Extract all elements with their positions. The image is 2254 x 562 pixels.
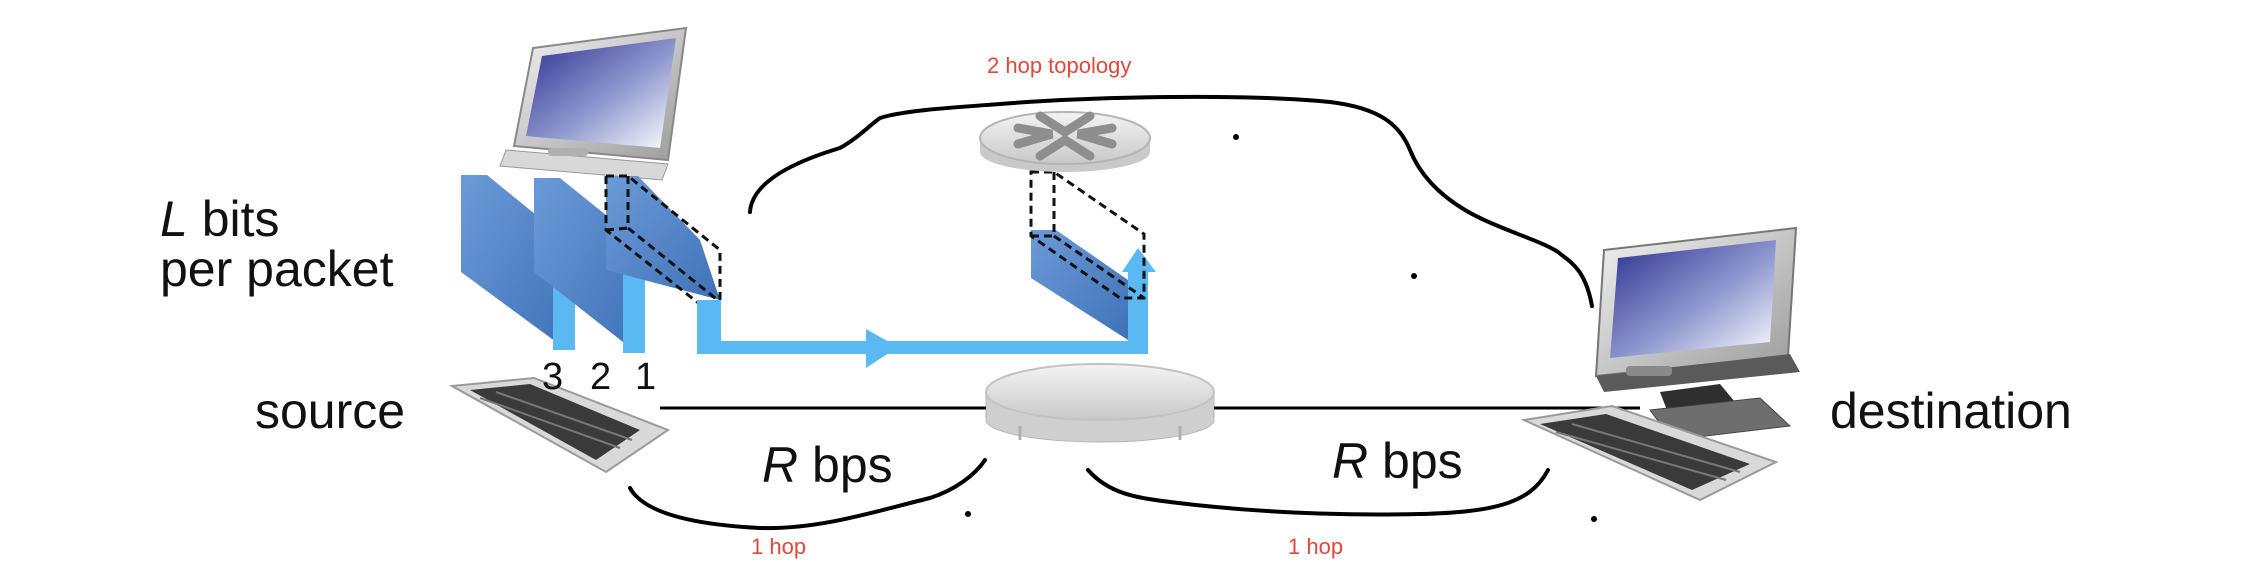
bits-text: bits [201, 191, 280, 247]
keyboard-icon [448, 376, 671, 474]
monitor-icon [1594, 226, 1800, 441]
rate-unit-right: bps [1382, 433, 1463, 489]
rate-variable-left: R [762, 437, 799, 493]
dashed-packet-outline-source [604, 174, 722, 304]
packet-1 [606, 176, 720, 300]
packet-number-2: 2 [590, 356, 612, 398]
rate-unit-left: bps [812, 437, 893, 493]
packet-number-1: 1 [635, 356, 657, 398]
one-hop-annotation-curve-right [1086, 468, 1550, 517]
one-hop-annotation-right: 1 hop [1288, 534, 1344, 559]
rate-variable-right: R [1332, 433, 1369, 489]
packet-number-3: 3 [542, 356, 564, 398]
one-hop-annotation-left: 1 hop [751, 534, 807, 559]
one-hop-annotation-curve-left [628, 458, 987, 531]
packet-size-label: L bits [160, 194, 280, 244]
keyboard-icon [1520, 404, 1779, 502]
router-icon [979, 111, 1151, 172]
monitor-icon [499, 26, 688, 181]
rate-label-left: R bps [762, 440, 893, 490]
packet-at-router [1031, 230, 1128, 340]
rate-label-right: R bps [1332, 436, 1463, 486]
dashed-packet-outline-router [1029, 170, 1146, 300]
annotation-dots [965, 134, 1597, 522]
two-hop-annotation-curve [748, 94, 1594, 308]
per-packet-label: per packet [160, 241, 394, 297]
destination-label: destination [1830, 383, 2072, 439]
two-hop-annotation: 2 hop topology [987, 53, 1132, 78]
bits-variable: L [160, 191, 188, 247]
source-label: source [255, 383, 406, 439]
switch-icon [985, 363, 1215, 443]
